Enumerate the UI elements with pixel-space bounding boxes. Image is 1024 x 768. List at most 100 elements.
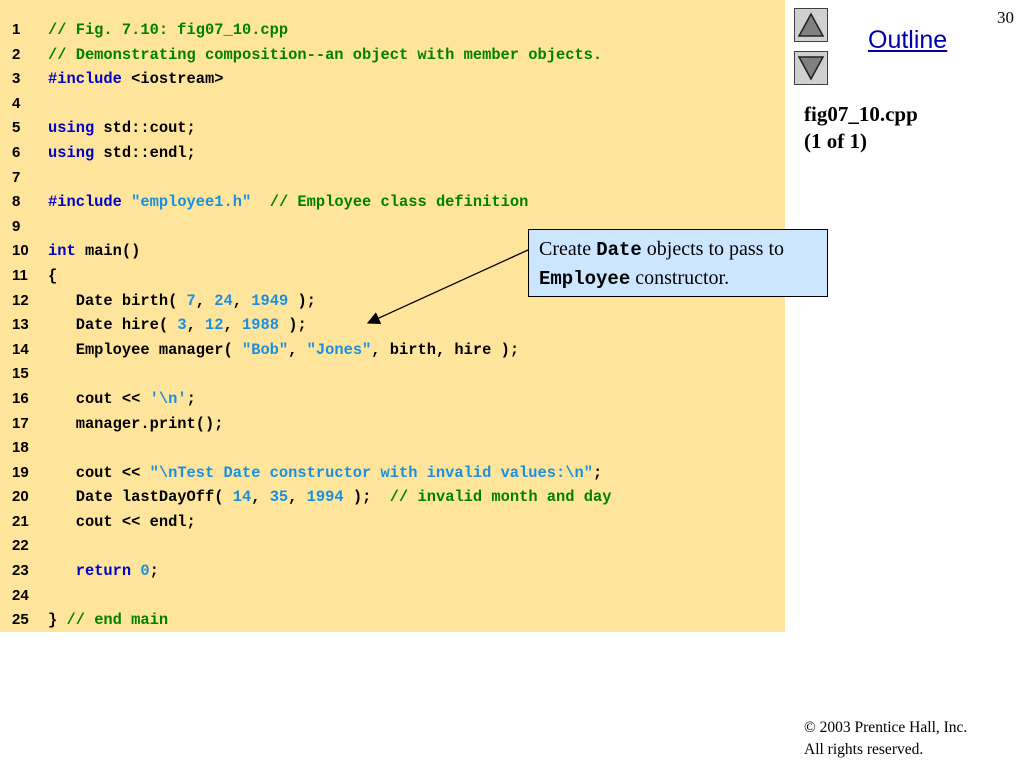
line-code: using std::cout; (48, 116, 196, 141)
code-token: cout << (48, 463, 150, 482)
line-number: 4 (12, 94, 21, 112)
outline-link[interactable]: Outline (868, 26, 948, 54)
line-number: 3 (12, 70, 21, 88)
code-token: ; (592, 463, 603, 482)
code-token: // invalid month and day (389, 488, 612, 507)
line-code: #include "employee1.h" // Employee class… (48, 190, 528, 215)
line-number: 12 (12, 291, 29, 309)
line-number: 17 (12, 414, 29, 432)
code-token: Date birth( (48, 291, 187, 310)
code-token: int (48, 242, 76, 261)
code-token: Date hire( (48, 316, 178, 335)
callout-code-employee: Employee (539, 268, 631, 290)
rights-line: All rights reserved. (804, 741, 924, 758)
line-code: Date lastDayOff( 14, 35, 1994 ); // inva… (48, 485, 612, 510)
code-token: , (232, 291, 252, 310)
code-token: "Jones" (306, 340, 372, 359)
callout-box: Create Date objects to pass to Employee … (528, 229, 828, 297)
code-token: #include (48, 70, 122, 89)
line-code: { (48, 264, 57, 289)
line-number: 14 (12, 340, 29, 358)
line-number: 5 (12, 119, 21, 137)
next-slide-button[interactable] (794, 51, 828, 85)
code-token: manager.print(); (48, 414, 224, 433)
code-token: std::endl; (94, 143, 196, 162)
line-code: } // end main (48, 608, 168, 633)
file-name: fig07_10.cpp (804, 102, 918, 126)
code-token: 7 (186, 291, 196, 310)
line-number: 18 (12, 439, 29, 457)
line-code: return 0; (48, 559, 159, 584)
code-token (131, 562, 140, 580)
code-token: , birth, hire ); (371, 340, 520, 359)
code-token: , (251, 488, 270, 507)
code-token: // end main (66, 611, 169, 630)
line-code: Date birth( 7, 24, 1949 ); (48, 289, 316, 314)
slide-number: 30 (997, 8, 1014, 27)
code-token (122, 193, 131, 211)
line-number: 8 (12, 193, 21, 211)
code-token: , (195, 291, 215, 310)
line-number: 10 (12, 242, 29, 260)
line-code: manager.print(); (48, 412, 224, 437)
code-token: ); (288, 291, 316, 310)
previous-slide-button[interactable] (794, 8, 828, 42)
code-token: , (288, 488, 307, 507)
line-number: 15 (12, 365, 29, 383)
line-number: 9 (12, 217, 21, 235)
line-code: // Demonstrating composition--an object … (48, 43, 602, 68)
code-token: 24 (214, 291, 233, 310)
code-token: return (75, 562, 132, 581)
code-token: 35 (269, 488, 289, 507)
code-token: <iostream> (121, 70, 224, 89)
code-token: 0 (140, 562, 150, 581)
code-token: , (186, 316, 206, 335)
callout-text-3: constructor. (630, 267, 730, 289)
line-number: 25 (12, 611, 29, 629)
code-token: cout << (48, 389, 150, 408)
code-token: Date lastDayOff( (48, 488, 233, 507)
code-token: "Bob" (241, 340, 289, 359)
line-code: cout << "\nTest Date constructor with in… (48, 461, 602, 486)
code-token: Employee manager( (48, 340, 242, 359)
file-title: fig07_10.cpp (1 of 1) (804, 101, 918, 155)
line-number: 1 (12, 21, 21, 38)
line-code: Date hire( 3, 12, 1988 ); (48, 313, 307, 338)
callout-text-2: objects to pass to (641, 238, 785, 260)
code-token: cout << endl; (48, 512, 196, 531)
line-code: int main() (48, 239, 140, 264)
line-code: // Fig. 7.10: fig07_10.cpp (48, 18, 288, 43)
line-code: cout << '\n'; (48, 387, 196, 412)
code-token: "\nTest Date constructor with invalid va… (149, 463, 593, 482)
code-token: '\n' (149, 389, 187, 408)
line-number: 24 (12, 586, 29, 604)
code-token: ); (278, 316, 307, 335)
line-number: 20 (12, 488, 29, 506)
code-token: { (48, 266, 58, 285)
code-token: 14 (232, 488, 252, 507)
copyright-line: © 2003 Prentice Hall, Inc. (804, 719, 968, 736)
code-token: 12 (205, 316, 224, 335)
line-number: 11 (12, 266, 28, 284)
code-token: ); (343, 488, 390, 507)
line-code: #include <iostream> (48, 67, 224, 92)
callout-text-1: Create (539, 238, 597, 260)
line-number: 6 (12, 143, 21, 161)
code-token: // Demonstrating composition--an object … (48, 45, 603, 64)
code-token: std::cout; (94, 119, 196, 138)
code-token: // Fig. 7.10: fig07_10.cpp (48, 21, 289, 39)
code-token: #include (48, 193, 122, 212)
file-page: (1 of 1) (804, 129, 867, 153)
copyright: © 2003 Prentice Hall, Inc. All rights re… (804, 717, 967, 761)
line-number: 22 (12, 537, 29, 555)
line-number: 19 (12, 463, 29, 481)
triangle-down-icon (798, 56, 824, 81)
code-token: } (48, 611, 67, 630)
callout-code-date: Date (596, 239, 642, 261)
code-token: , (223, 316, 243, 335)
code-token: using (48, 119, 95, 138)
code-token: 1994 (306, 488, 344, 507)
line-number: 23 (12, 562, 29, 580)
code-token (48, 562, 76, 580)
